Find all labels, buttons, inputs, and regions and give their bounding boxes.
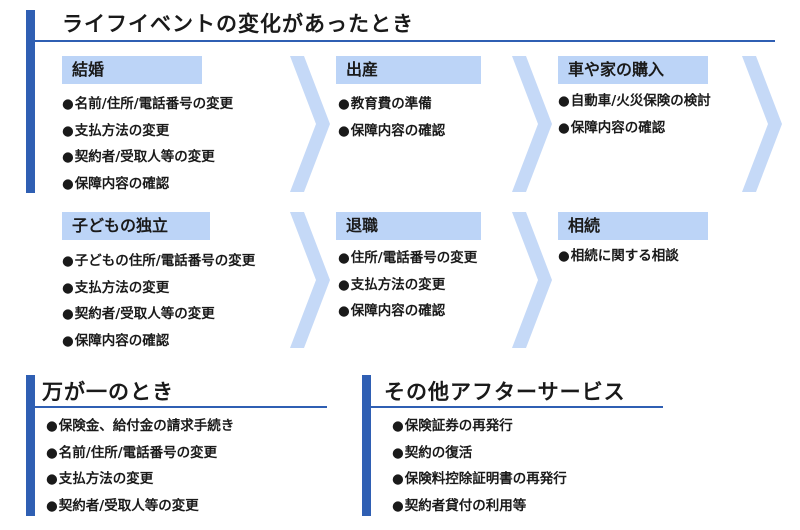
list-item: 支払方法の変更 [338, 275, 477, 302]
section-underline [35, 40, 775, 42]
chevron-right-icon [512, 56, 552, 192]
list-item: 保障内容の確認 [62, 331, 255, 358]
event-items-retirement: 住所/電話番号の変更 支払方法の変更 保障内容の確認 [338, 248, 477, 328]
event-label-inheritance: 相続 [558, 212, 708, 240]
chevron-right-icon [742, 56, 782, 192]
list-item: 相続に関する相談 [558, 246, 679, 273]
list-item: 支払方法の変更 [62, 121, 233, 148]
chevron-right-icon [290, 56, 330, 192]
section-title-after-service: その他アフターサービス [384, 380, 626, 404]
section-title-emergency: 万が一のとき [42, 380, 174, 404]
section-accent-bar [362, 375, 371, 516]
list-item: 支払方法の変更 [46, 469, 234, 496]
list-item: 自動車/火災保険の検討 [558, 91, 711, 118]
list-item: 支払方法の変更 [62, 278, 255, 305]
section-underline [371, 406, 663, 408]
list-item: 契約者貸付の利用等 [392, 496, 567, 523]
event-label-marriage: 結婚 [62, 56, 202, 84]
list-item: 保障内容の確認 [558, 118, 711, 145]
event-items-marriage: 名前/住所/電話番号の変更 支払方法の変更 契約者/受取人等の変更 保障内容の確… [62, 94, 233, 200]
list-item: 名前/住所/電話番号の変更 [46, 443, 234, 470]
section-underline [35, 406, 327, 408]
after-service-items: 保険証券の再発行 契約の復活 保険料控除証明書の再発行 契約者貸付の利用等 [392, 416, 567, 522]
section-accent-bar [26, 375, 35, 516]
event-label-retirement: 退職 [336, 212, 481, 240]
list-item: 名前/住所/電話番号の変更 [62, 94, 233, 121]
list-item: 保険金、給付金の請求手続き [46, 416, 235, 443]
chevron-right-icon [290, 212, 330, 348]
list-item: 契約者/受取人等の変更 [62, 147, 233, 174]
event-items-car-house: 自動車/火災保険の検討 保障内容の確認 [558, 91, 711, 144]
list-item: 契約者/受取人等の変更 [62, 304, 255, 331]
list-item: 子どもの住所/電話番号の変更 [62, 251, 255, 278]
chevron-right-icon [512, 212, 552, 348]
list-item: 契約の復活 [392, 443, 567, 470]
emergency-items: 保険金、給付金の請求手続き 名前/住所/電話番号の変更 支払方法の変更 契約者/… [46, 416, 235, 523]
event-items-birth: 教育費の準備 保障内容の確認 [338, 94, 446, 148]
list-item: 住所/電話番号の変更 [338, 248, 477, 275]
list-item: 保障内容の確認 [62, 174, 233, 201]
event-items-child-independence: 子どもの住所/電話番号の変更 支払方法の変更 契約者/受取人等の変更 保障内容の… [62, 251, 255, 357]
list-item: 教育費の準備 [338, 94, 445, 121]
list-item: 保険料控除証明書の再発行 [392, 469, 567, 496]
list-item: 契約者/受取人等の変更 [46, 496, 234, 523]
section-title-life-events: ライフイベントの変化があったとき [62, 12, 414, 36]
event-label-car-house: 車や家の購入 [558, 56, 708, 84]
list-item: 保障内容の確認 [338, 121, 446, 148]
event-label-child-independence: 子どもの独立 [62, 212, 210, 240]
list-item: 保険証券の再発行 [392, 416, 567, 443]
list-item: 保障内容の確認 [338, 301, 477, 328]
event-items-inheritance: 相続に関する相談 [558, 246, 679, 273]
section-accent-bar [26, 10, 35, 193]
event-label-birth: 出産 [336, 56, 481, 84]
